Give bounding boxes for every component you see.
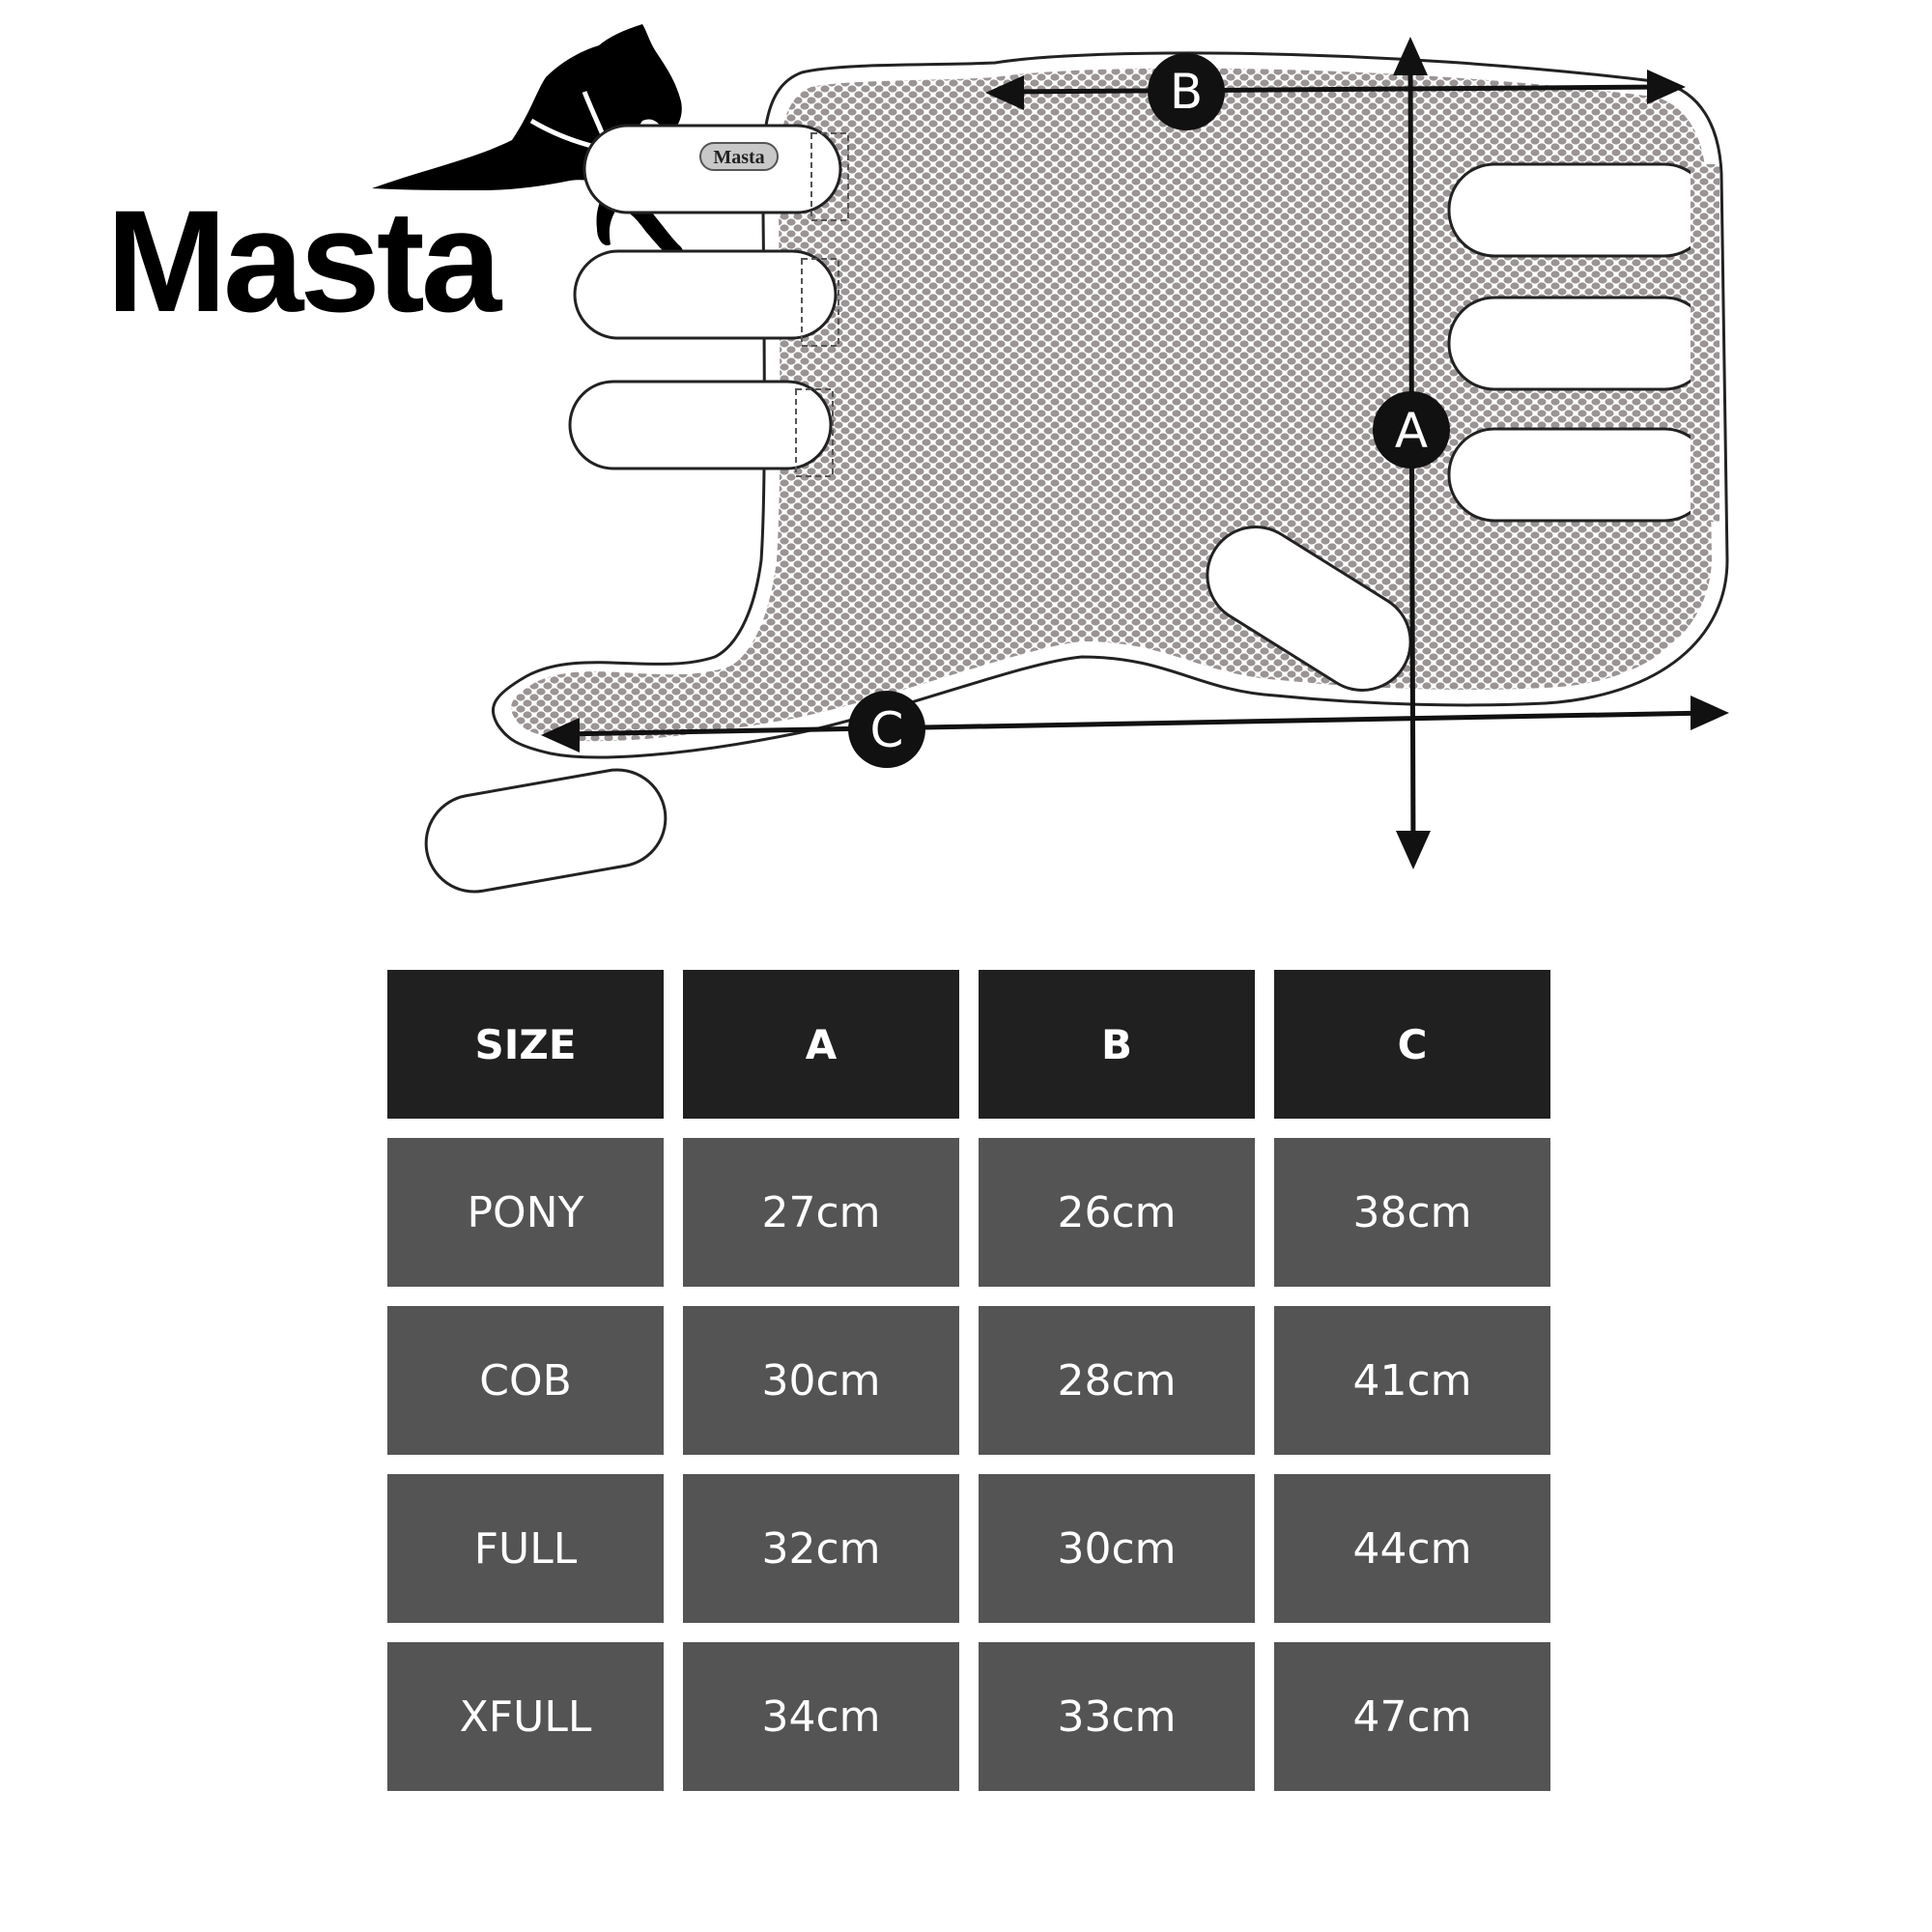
table-cell: 44cm (1274, 1474, 1550, 1623)
right-slot-2 (1447, 296, 1712, 391)
measure-b: B (985, 53, 1686, 130)
table-cell: FULL (387, 1474, 664, 1623)
strap-brand-label: Masta (713, 147, 764, 168)
table-row: XFULL 34cm 33cm 47cm (387, 1642, 1550, 1791)
left-strap-3 (568, 380, 834, 477)
table-cell: 47cm (1274, 1642, 1550, 1791)
size-table: SIZE A B C PONY 27cm 26cm 38cm COB 30cm … (368, 951, 1570, 1810)
table-cell: PONY (387, 1138, 664, 1287)
table-cell: 32cm (683, 1474, 959, 1623)
bottom-strap (424, 768, 668, 894)
table-cell: 30cm (683, 1306, 959, 1455)
label-a: A (1395, 403, 1428, 459)
right-slot-1 (1447, 162, 1712, 258)
header-b: B (979, 970, 1255, 1119)
left-strap-2 (573, 249, 839, 347)
header-c: C (1274, 970, 1550, 1119)
table-cell: 30cm (979, 1474, 1255, 1623)
table-cell: 27cm (683, 1138, 959, 1287)
table-cell: 26cm (979, 1138, 1255, 1287)
left-strap-1: Masta (582, 124, 849, 221)
measure-c: C (541, 691, 1729, 768)
table-cell: 28cm (979, 1306, 1255, 1455)
table-cell: 33cm (979, 1642, 1255, 1791)
table-cell: XFULL (387, 1642, 664, 1791)
boot-measurement-diagram: Masta B A C (424, 37, 1729, 894)
table-cell: 34cm (683, 1642, 959, 1791)
table-row: FULL 32cm 30cm 44cm (387, 1474, 1550, 1623)
table-header-row: SIZE A B C (387, 970, 1550, 1119)
header-a: A (683, 970, 959, 1119)
table-row: PONY 27cm 26cm 38cm (387, 1138, 1550, 1287)
table-cell: 41cm (1274, 1306, 1550, 1455)
diagonal-strap (1206, 526, 1412, 692)
label-c: C (870, 702, 904, 758)
table-row: COB 30cm 28cm 41cm (387, 1306, 1550, 1455)
table-cell: 38cm (1274, 1138, 1550, 1287)
table-cell: COB (387, 1306, 664, 1455)
label-b: B (1170, 64, 1203, 120)
right-slot-3 (1447, 427, 1712, 523)
brand-wordmark: Masta (106, 180, 501, 342)
header-size: SIZE (387, 970, 664, 1119)
